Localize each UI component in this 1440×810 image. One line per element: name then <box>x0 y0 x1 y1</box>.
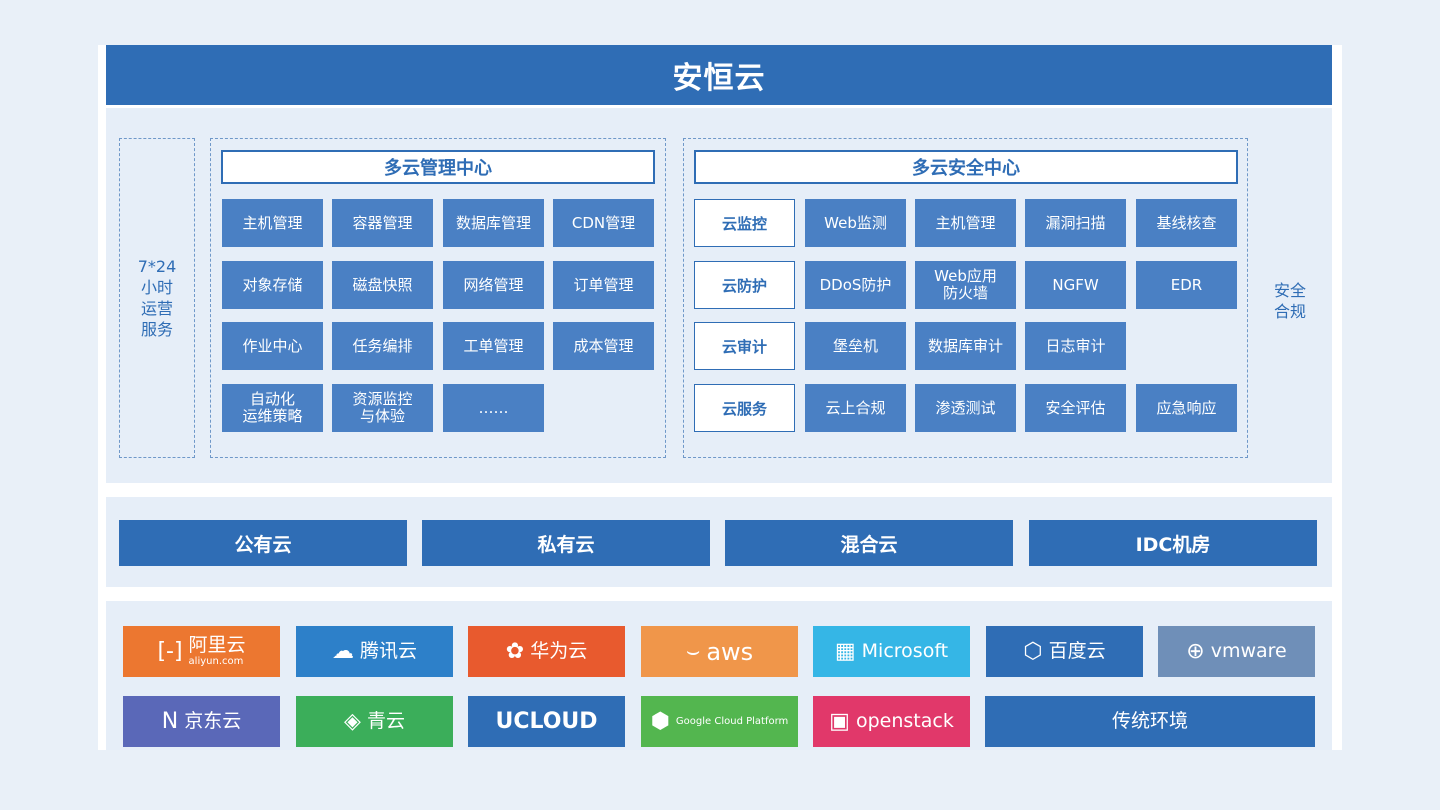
sec-tile: Web应用 防火墙 <box>915 261 1016 309</box>
sec-tile: 基线核查 <box>1136 199 1237 247</box>
cloud-type-bar: IDC机房 <box>1029 520 1317 566</box>
sec-tile: EDR <box>1136 261 1237 309</box>
sec-tile: 日志审计 <box>1025 322 1126 370</box>
vendor-name: 京东云 <box>184 710 242 732</box>
sec-center-title: 多云安全中心 <box>694 150 1238 184</box>
mgmt-tile: 任务编排 <box>332 322 433 370</box>
sec-row-label: 云服务 <box>694 384 795 432</box>
vendor-name: 百度云 <box>1048 640 1106 662</box>
vendor-tile: ☁腾讯云 <box>296 626 453 677</box>
vendor-name: UCLOUD <box>495 708 598 734</box>
mgmt-tile: 资源监控 与体验 <box>332 384 433 432</box>
mgmt-tile: 工单管理 <box>443 322 544 370</box>
cloud-type-bar: 混合云 <box>725 520 1013 566</box>
google-cloud-icon: ⬢ <box>650 708 670 734</box>
aliyun-icon: [-] <box>157 638 183 664</box>
sec-row-label: 云防护 <box>694 261 795 309</box>
jd-cloud-icon: N <box>161 708 179 734</box>
sec-tile: 渗透测试 <box>915 384 1016 432</box>
vendor-name: aws <box>706 637 754 666</box>
mgmt-tile: 自动化 运维策略 <box>222 384 323 432</box>
baidu-cloud-icon: ⬡ <box>1023 638 1043 664</box>
vendor-subtitle: aliyun.com <box>188 656 244 667</box>
mgmt-tile: 容器管理 <box>332 199 433 247</box>
aws-smile-icon: ⌣ <box>685 638 701 664</box>
vendor-name: openstack <box>855 710 954 732</box>
vendor-tile: ⌣aws <box>641 626 798 677</box>
sec-tile: 应急响应 <box>1136 384 1237 432</box>
vendor-tile: ⬢ Google Cloud Platform <box>641 696 798 747</box>
cloud-type-bar: 私有云 <box>422 520 710 566</box>
vendor-name: 阿里云 <box>188 634 246 656</box>
vendor-tile: ⬡百度云 <box>986 626 1143 677</box>
windows-icon: ▦ <box>834 638 856 664</box>
mgmt-center-box <box>210 138 666 458</box>
vendor-tile: ◈青云 <box>296 696 453 747</box>
sec-tile: DDoS防护 <box>805 261 906 309</box>
mgmt-tile: 磁盘快照 <box>332 261 433 309</box>
vendor-tile: ⊕vmware <box>1158 626 1315 677</box>
vmware-icon: ⊕ <box>1186 638 1205 664</box>
qingcloud-icon: ◈ <box>344 708 361 734</box>
sec-center-box <box>683 138 1248 458</box>
vendor-tile: UCLOUD <box>468 696 625 747</box>
sec-tile: Web监测 <box>805 199 906 247</box>
vendor-name: Microsoft <box>861 640 949 662</box>
sec-tile: 安全评估 <box>1025 384 1126 432</box>
sec-tile: 云上合规 <box>805 384 906 432</box>
huawei-icon: ✿ <box>505 638 525 664</box>
vendor-name: 青云 <box>366 710 405 732</box>
mgmt-tile: 成本管理 <box>553 322 654 370</box>
mgmt-tile: CDN管理 <box>553 199 654 247</box>
sec-tile: 堡垒机 <box>805 322 906 370</box>
mgmt-tile: 数据库管理 <box>443 199 544 247</box>
sec-row-label: 云监控 <box>694 199 795 247</box>
vendor-name: 腾讯云 <box>359 640 417 662</box>
sec-tile: NGFW <box>1025 261 1126 309</box>
cloud-type-bar: 公有云 <box>119 520 407 566</box>
compliance-label: 安全 合规 <box>1273 281 1306 321</box>
sec-tile: 数据库审计 <box>915 322 1016 370</box>
openstack-icon: ▣ <box>829 708 850 734</box>
mgmt-tile: 网络管理 <box>443 261 544 309</box>
vendor-name: vmware <box>1210 640 1287 662</box>
vendor-name: Google Cloud Platform <box>675 715 789 727</box>
mgmt-tile: 订单管理 <box>553 261 654 309</box>
vendor-tile: ▣openstack <box>813 696 970 747</box>
sec-tile: 主机管理 <box>915 199 1016 247</box>
vendor-tile: 传统环境 <box>985 696 1315 747</box>
mgmt-tile: 作业中心 <box>222 322 323 370</box>
mgmt-tile: 主机管理 <box>222 199 323 247</box>
tencent-cloud-icon: ☁ <box>331 638 354 664</box>
vendor-name: 传统环境 <box>1111 710 1188 732</box>
sec-tile: 漏洞扫描 <box>1025 199 1126 247</box>
vendor-tile: ✿华为云 <box>468 626 625 677</box>
sec-row-label: 云审计 <box>694 322 795 370</box>
vendor-tile: ▦Microsoft <box>813 626 970 677</box>
page-title: 安恒云 <box>106 45 1332 105</box>
mgmt-tile: …… <box>443 384 544 432</box>
vendor-name: 华为云 <box>530 640 588 662</box>
mgmt-tile: 对象存储 <box>222 261 323 309</box>
mgmt-center-title: 多云管理中心 <box>221 150 655 184</box>
ops-service-box: 7*24 小时 运营 服务 <box>119 138 195 458</box>
